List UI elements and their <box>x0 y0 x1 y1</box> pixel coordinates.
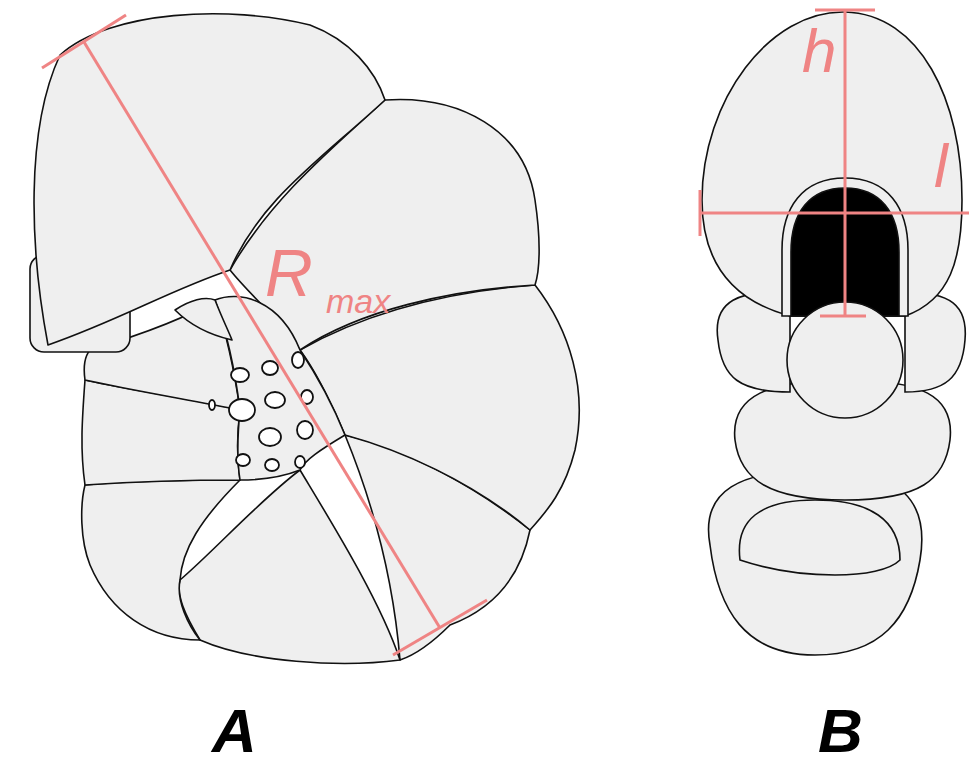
h-tick <box>820 315 866 318</box>
chamber <box>787 302 903 418</box>
umbilicus <box>215 297 345 480</box>
umbilical-pores <box>209 352 313 471</box>
dimension-subscript: max <box>326 284 390 318</box>
measure-lines <box>42 10 969 655</box>
chamber <box>739 500 900 575</box>
shell-a <box>30 14 579 664</box>
panel-letter: B <box>818 700 863 762</box>
chamber <box>175 298 232 340</box>
h-tick <box>815 9 875 12</box>
final-chamber <box>702 12 962 316</box>
h-line <box>844 10 847 316</box>
dimension-label: l <box>934 135 948 197</box>
chamber <box>82 480 240 640</box>
l-tick <box>699 190 702 236</box>
panel-letter: A <box>212 700 257 762</box>
l-line <box>700 212 969 215</box>
rmax-line <box>84 42 440 628</box>
shell-b <box>702 12 965 655</box>
rmax-tick <box>42 15 126 68</box>
dimension-label: R <box>265 240 313 306</box>
rmax-tick <box>393 600 487 655</box>
dimension-label: h <box>802 20 836 82</box>
